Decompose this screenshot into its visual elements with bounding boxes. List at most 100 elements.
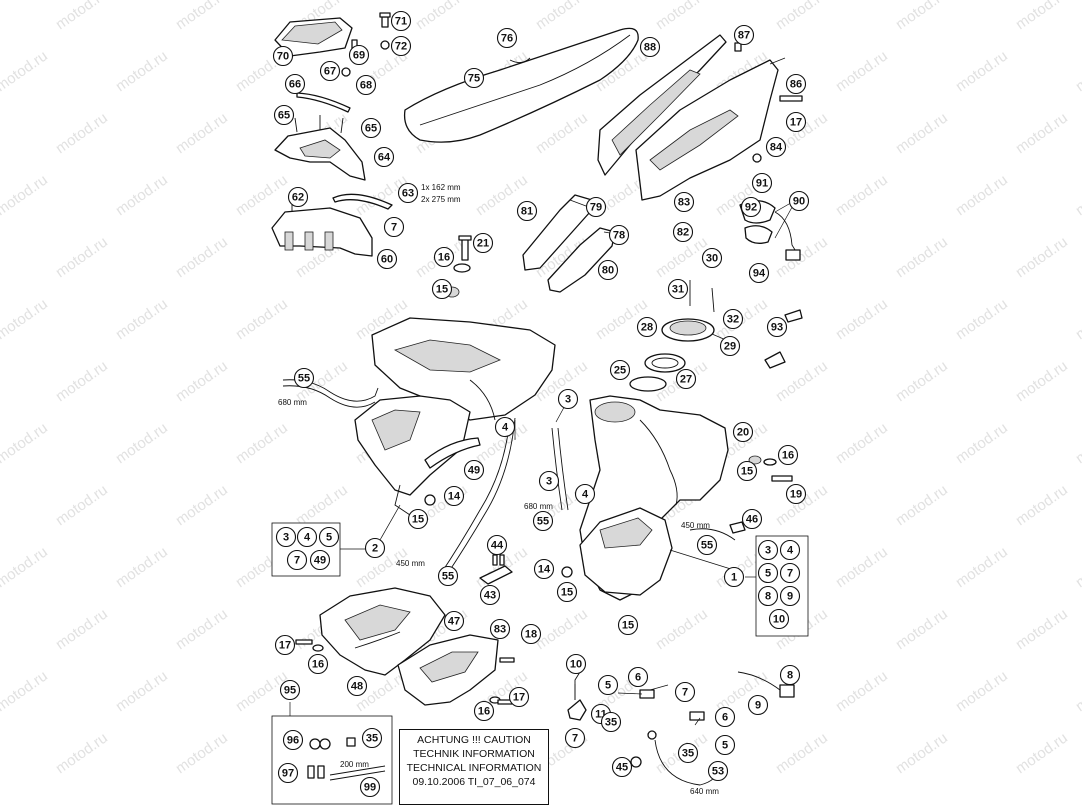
side-cover-48 [319, 587, 446, 676]
svg-text:29: 29 [724, 341, 736, 353]
svg-text:3: 3 [765, 545, 771, 557]
callout-55: 55 [293, 367, 315, 389]
callout-1: 1 [723, 566, 745, 588]
callout-18: 18 [520, 623, 542, 645]
watermark-text: motod.ru [293, 481, 351, 529]
caution-line-4: 09.10.2006 TI_07_06_074 [412, 776, 536, 788]
callout-7: 7 [674, 681, 696, 703]
watermark-text: motod.ru [953, 295, 1011, 343]
callout-66: 66 [284, 73, 306, 95]
svg-text:83: 83 [494, 624, 506, 636]
callout-4: 4 [494, 416, 516, 438]
svg-text:55: 55 [298, 373, 310, 385]
callout-15: 15 [556, 581, 578, 603]
svg-text:67: 67 [324, 66, 336, 78]
group-left-callout-3: 3 [275, 526, 297, 548]
hose-55-center [439, 417, 516, 577]
callout-7: 7 [564, 727, 586, 749]
watermark-text: motod.ru [893, 605, 951, 653]
watermark-text: motod.ru [0, 667, 51, 715]
svg-text:80: 80 [602, 265, 614, 277]
group-right-callout-7: 7 [779, 562, 801, 584]
svg-text:53: 53 [712, 766, 724, 778]
svg-text:17: 17 [279, 640, 291, 652]
watermark-text: motod.ru [0, 47, 51, 95]
watermark-text: motod.ru [113, 667, 171, 715]
caution-notice: ACHTUNG !!! CAUTION TECHNIK INFORMATION … [399, 729, 549, 805]
callout-70: 70 [272, 45, 294, 67]
callout-35: 35 [600, 711, 622, 733]
svg-text:1: 1 [731, 572, 737, 584]
callout-17: 17 [785, 111, 807, 133]
callout-87: 87 [733, 24, 755, 46]
group-right-callout-9: 9 [779, 585, 801, 607]
watermark-text: motod.ru [953, 419, 1011, 467]
svg-text:92: 92 [745, 202, 757, 214]
foil-80 [547, 227, 616, 293]
callout-15: 15 [407, 508, 429, 530]
svg-text:3: 3 [283, 532, 289, 544]
watermark-text: motod.ru [533, 109, 591, 157]
svg-text:17: 17 [513, 692, 525, 704]
callout-20: 20 [732, 421, 754, 443]
callout-69: 69 [348, 44, 370, 66]
callout-63: 63 [397, 182, 419, 204]
watermark-text: motod.ru [1073, 295, 1082, 343]
watermark-text: motod.ru [893, 233, 951, 281]
watermark-text: motod.ru [653, 0, 711, 33]
callout-29: 29 [719, 335, 741, 357]
callout-44: 44 [486, 534, 508, 556]
callout-28: 28 [636, 316, 658, 338]
callout-27: 27 [675, 368, 697, 390]
callout-32: 32 [722, 308, 744, 330]
pump-10-11 [567, 671, 587, 721]
callout-49: 49 [463, 459, 485, 481]
callout-82: 82 [672, 221, 694, 243]
watermark-text: motod.ru [53, 109, 111, 157]
watermark-text: motod.ru [53, 0, 111, 33]
svg-text:84: 84 [770, 142, 783, 154]
callout-83: 83 [489, 618, 511, 640]
callout-31: 31 [667, 278, 689, 300]
svg-text:3: 3 [565, 394, 571, 406]
callout-45: 45 [611, 756, 633, 778]
caution-line-2: TECHNIK INFORMATION [413, 748, 535, 760]
watermark-text: motod.ru [773, 357, 831, 405]
hose-99 [329, 765, 386, 781]
watermark-text: motod.ru [533, 605, 591, 653]
svg-text:55: 55 [537, 516, 549, 528]
svg-text:3: 3 [546, 476, 552, 488]
svg-text:65: 65 [278, 110, 290, 122]
screw-71 [379, 12, 391, 28]
callout-21: 21 [472, 232, 494, 254]
callout-35: 35 [677, 742, 699, 764]
callout-30: 30 [701, 247, 723, 269]
side-cover-47 [397, 634, 499, 706]
svg-text:72: 72 [395, 41, 407, 53]
watermark-text: motod.ru [533, 0, 591, 33]
svg-text:48: 48 [351, 681, 363, 693]
group-right-callout-5: 5 [757, 562, 779, 584]
callout-90: 90 [788, 190, 810, 212]
watermark-text: motod.ru [0, 171, 51, 219]
bracket-64 [274, 115, 366, 181]
measurement-450mm-right: 450 mm [681, 521, 710, 530]
callout-83: 83 [673, 191, 695, 213]
svg-text:35: 35 [682, 748, 694, 760]
callout-55: 55 [437, 565, 459, 587]
caution-line-1: ACHTUNG !!! CAUTION [417, 734, 531, 746]
group-right-callout-8: 8 [757, 585, 779, 607]
svg-text:25: 25 [614, 365, 626, 377]
watermark-text: motod.ru [1013, 109, 1071, 157]
callout-5: 5 [714, 734, 736, 756]
measurement-680mm-left: 680 mm [278, 398, 307, 407]
callout-16: 16 [433, 246, 455, 268]
callout-14: 14 [443, 485, 465, 507]
callout-10: 10 [565, 653, 587, 675]
svg-text:16: 16 [478, 706, 490, 718]
svg-text:76: 76 [501, 33, 513, 45]
watermark-text: motod.ru [113, 543, 171, 591]
hardware-17-16-18 [295, 639, 515, 705]
bolt-21 [458, 235, 472, 261]
